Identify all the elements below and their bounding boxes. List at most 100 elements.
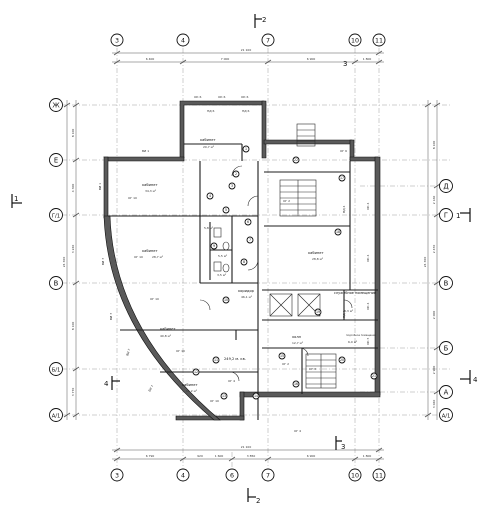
dim-right-b-a: 2 900 [432,366,436,375]
axis-left-2-circle [49,208,63,222]
axis-left-3-label: В [54,279,59,287]
room-bubble-6-circle [244,218,252,226]
axis-bottom-4: 10 [348,468,362,482]
tag-og10-3: ОГ 10 [150,297,159,301]
axis-right-4: А [439,385,453,399]
room-bubble-19-label: 19 [316,310,320,314]
axis-left-4: Б/1 [49,362,63,376]
room-bubble-4-circle [206,192,214,200]
axis-right-1-label: Г [444,211,448,219]
room-label-hall: холл [292,335,301,339]
axis-top-4: 11 [372,33,386,47]
room-bubble-20-circle [338,356,346,364]
sanitary-fixtures [213,227,230,273]
axis-left-1: Е [49,153,63,167]
axis-top-0: 3 [110,33,124,47]
dim-top-4-7: 7 000 [221,57,230,61]
room-bubble-22: 22 [292,156,300,164]
room-bubble-13-circle [220,392,228,400]
axis-bottom-0: 3 [110,468,124,482]
dim-left-g1-v: 3 240 [71,245,75,254]
axis-bottom-2-label: 6 [230,472,234,479]
room-bubble-2: 2 [232,170,240,178]
dim-right-d-g: 2 160 [432,196,436,205]
room-label-utility: подсобное помещение [346,333,376,337]
interior-partitions [108,143,378,420]
room-bubble-14: 14 [252,392,260,400]
tag-vi7-3: ВИ 7 [125,348,131,356]
room-bubble-7-label: 7 [249,238,251,242]
axis-left-5: А/1 [49,408,63,422]
room-area-service: 8,3 м² [344,309,354,313]
room-bubble-21: 21 [370,372,378,380]
room-bubble-15-circle [278,352,286,360]
dim-top-10-11: 1 800 [363,57,372,61]
room-bubble-20-label: 20 [340,358,344,362]
dim-top-overall: 21 100 [241,48,252,52]
axis-right-1: Г [439,208,453,222]
tag-vi7-4: ВИ 7 [147,384,154,392]
room-bubble-18: 18 [334,228,342,236]
axis-left-3: В [49,276,63,290]
tag-og10-1: ОГ 10 [128,196,137,200]
stair-flights [279,179,337,389]
room-bubble-11: 11 [212,356,220,364]
dim-bottom-4-a: 920 [197,454,203,458]
room-bubble-4: 4 [206,192,214,200]
dim-bottom-7-10: 6 900 [307,454,316,458]
room-bubble-4-label: 4 [209,194,211,198]
room-bubble-3: 3 [228,182,236,190]
room-bubble-12-circle [192,368,200,376]
room-area-west: 34,3 м² [145,189,157,193]
tag-vi7-1: ВИ 7 [101,258,105,265]
room-label-cabinet-sw: кабинет [182,383,198,387]
axis-left-4-circle [49,362,63,376]
axis-right-3-label: Б [444,344,449,352]
section-mark-right-1: 1 [456,212,460,220]
room-bubble-17: 17 [338,174,346,182]
tag-vi1-2: ВИ 1 [98,183,102,190]
axis-bottom-1-label: 4 [181,472,185,479]
axis-bottom-2: 6 [225,468,239,482]
room-bubble-6-label: 6 [247,220,249,224]
tag-og10-5: ОГ 10 [210,399,219,403]
dim-top-3-4: 6 400 [146,57,155,61]
dim-left-zh-e: 8 100 [71,129,75,138]
axis-left-0-label: Ж [52,101,60,109]
room-bubble-11-label: 11 [214,358,218,362]
room-bubble-13: 13 [220,392,228,400]
axis-top-4-label: 11 [375,37,383,44]
axis-bottom-0-circle [110,468,124,482]
axis-left-2-label: Г/1 [52,213,60,219]
room-bubble-2-label: 2 [235,172,237,176]
axis-top-0-circle [110,33,124,47]
room-label-cabinet-west: кабинет [142,183,158,187]
tag-ok4-2: ОК 4 [366,255,370,262]
axis-right-0-circle [439,179,453,193]
axis-bottom-5-label: 11 [375,472,383,479]
room-bubble-22-label: 22 [294,158,298,162]
axis-left-2: Г/1 [49,208,63,222]
room-label-cabinet-east: кабинет [308,251,324,255]
tag-og6: ОГ 6 [340,149,347,153]
room-area-lower: 40,8 м² [160,334,172,338]
revision-stamp [296,123,316,147]
tag-og4-1: ОГ 4 [294,429,301,433]
room-bubble-20: 20 [338,356,346,364]
axis-bottom-1: 4 [176,468,190,482]
axis-bottom-5: 11 [372,468,386,482]
tag-pd4-1: ПД 4 [342,205,346,213]
axis-left-3-circle [49,276,63,290]
room-bubble-10: 10 [222,296,230,304]
tag-og3: ОГ 3 [309,367,316,371]
room-bubble-14-label: 14 [254,394,258,398]
room-bubble-19: 19 [314,308,322,316]
room-area-wc-1: 5,5 м² [218,254,228,258]
room-area-hall: 12,7 м² [292,341,304,345]
room-bubble-21-circle [370,372,378,380]
dim-bottom-3-4: 6 790 [146,454,155,458]
